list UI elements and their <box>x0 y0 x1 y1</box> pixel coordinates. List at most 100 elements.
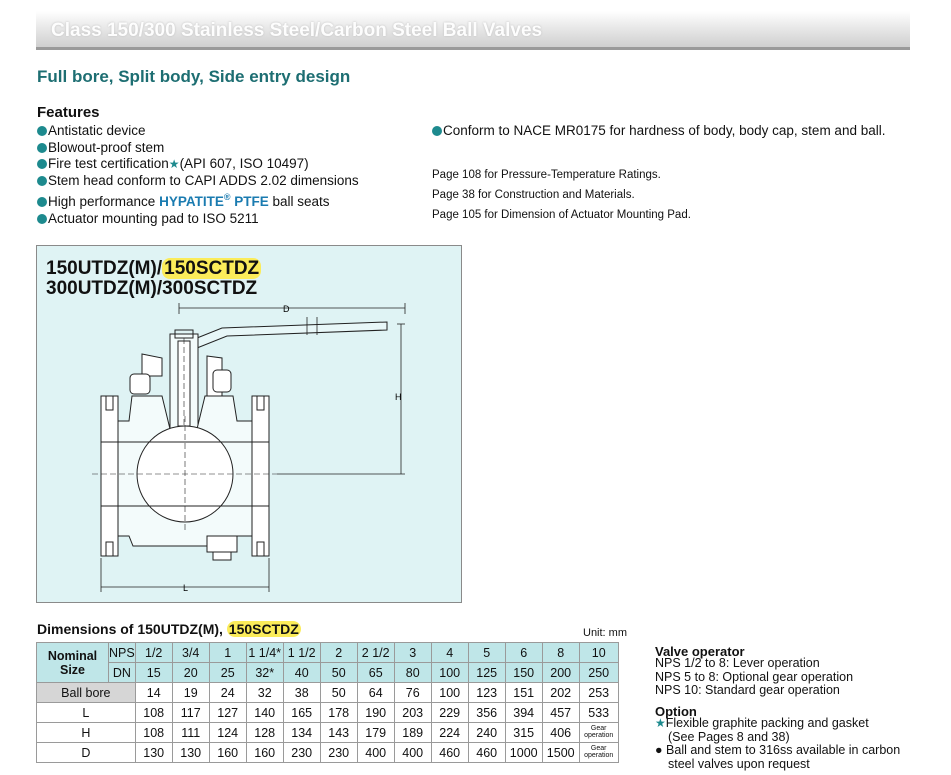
dim-d-label: D <box>283 304 290 314</box>
table-cell: 1500 <box>541 742 580 763</box>
bullet-icon <box>432 126 442 136</box>
feature-nace: Conform to NACE MR0175 for hardness of b… <box>432 123 885 138</box>
unit-label: Unit: mm <box>583 627 627 639</box>
table-cell: 356 <box>467 702 506 723</box>
feature-item: Actuator mounting pad to ISO 5211 <box>37 211 359 228</box>
row-label: Ball bore <box>36 682 136 703</box>
table-cell: 134 <box>282 722 321 743</box>
table-cell: 124 <box>208 722 247 743</box>
table-cell: 230 <box>319 742 358 763</box>
table-cell: 189 <box>393 722 432 743</box>
table-cell: 50 <box>319 682 358 703</box>
table-cell: 100 <box>430 662 469 683</box>
table-cell: 165 <box>282 702 321 723</box>
nps-header: NPS <box>108 642 136 663</box>
bullet-icon <box>37 213 47 224</box>
table-cell: 32* <box>245 662 284 683</box>
table-cell: 38 <box>282 682 321 703</box>
table-cell: 1 <box>208 642 247 663</box>
page-subtitle: Full bore, Split body, Side entry design <box>37 67 351 86</box>
table-cell: 400 <box>356 742 395 763</box>
table-cell: 178 <box>319 702 358 723</box>
table-row: DN 15 20 25 32* 40 50 65 80 100 125 150 … <box>37 662 619 683</box>
table-cell: 3/4 <box>171 642 210 663</box>
table-cell: 3 <box>393 642 432 663</box>
table-cell: 1 1/4* <box>245 642 284 663</box>
table-cell: 25 <box>208 662 247 683</box>
table-row: H 108 111 124 128 134 143 179 189 224 24… <box>36 722 619 743</box>
table-cell: 14 <box>134 682 173 703</box>
table-row: Nominal Size NPS 1/2 3/4 1 1 1/4* 1 1/2 … <box>36 642 619 683</box>
table-cell: 400 <box>393 742 432 763</box>
table-cell: 8 <box>541 642 580 663</box>
table-cell: 229 <box>430 702 469 723</box>
table-cell: 130 <box>134 742 173 763</box>
dimensions-title: Dimensions of 150UTDZ(M), 150SCTDZ <box>37 621 301 637</box>
table-cell: 40 <box>282 662 321 683</box>
table-cell: 140 <box>245 702 284 723</box>
page-ref: Page 105 for Dimension of Actuator Mount… <box>432 209 691 221</box>
table-cell: 111 <box>171 722 210 743</box>
gear-operation-note: Gear operation <box>578 722 619 743</box>
table-cell: 202 <box>541 682 580 703</box>
row-label: H <box>36 722 136 743</box>
table-cell: 65 <box>356 662 395 683</box>
table-cell: 100 <box>430 682 469 703</box>
table-cell: 1000 <box>504 742 543 763</box>
table-row: Ball bore 14 19 24 32 38 50 64 76 100 12… <box>36 682 619 703</box>
table-cell: 315 <box>504 722 543 743</box>
table-cell: 108 <box>134 702 173 723</box>
table-cell: 125 <box>467 662 506 683</box>
table-cell: 230 <box>282 742 321 763</box>
table-cell: 10 <box>578 642 619 663</box>
table-cell: 460 <box>467 742 506 763</box>
table-cell: 460 <box>430 742 469 763</box>
feature-item: Fire test certification★(API 607, ISO 10… <box>37 156 359 173</box>
feature-item: Antistatic device <box>37 123 359 140</box>
model-title-1: 150UTDZ(M)/150SCTDZ <box>46 258 262 279</box>
table-cell: 1/2 <box>134 642 173 663</box>
gear-operation-note: Gear operation <box>578 742 619 763</box>
table-cell: 108 <box>134 722 173 743</box>
bullet-icon <box>37 142 47 153</box>
option-title: Option <box>655 704 697 719</box>
table-cell: 160 <box>208 742 247 763</box>
table-cell: 203 <box>393 702 432 723</box>
table-cell: 50 <box>319 662 358 683</box>
table-cell: 19 <box>171 682 210 703</box>
table-cell: 80 <box>393 662 432 683</box>
table-cell: 143 <box>319 722 358 743</box>
list-item: ● Ball and stem to 316ss available in ca… <box>655 743 901 757</box>
table-cell: 130 <box>171 742 210 763</box>
table-cell: 128 <box>245 722 284 743</box>
bullet-icon <box>37 197 47 208</box>
table-cell: 200 <box>541 662 580 683</box>
list-item: NPS 5 to 8: Optional gear operation <box>655 669 854 684</box>
table-cell: 76 <box>393 682 432 703</box>
row-label: L <box>36 702 136 723</box>
header-banner: Class 150/300 Stainless Steel/Carbon Ste… <box>36 11 910 50</box>
valve-operator-list: NPS 1/2 to 8: Lever operation NPS 5 to 8… <box>655 656 854 698</box>
table-cell: 151 <box>504 682 543 703</box>
bullet-icon <box>37 175 47 186</box>
bullet-icon: ● <box>655 743 667 757</box>
banner-title: Class 150/300 Stainless Steel/Carbon Ste… <box>51 20 543 41</box>
valve-operator-title: Valve operator <box>655 644 745 659</box>
bullet-icon <box>37 126 47 136</box>
list-item: NPS 10: Standard gear operation <box>655 683 840 697</box>
valve-drawing-panel: 150UTDZ(M)/150SCTDZ 300UTDZ(M)/300SCTDZ <box>36 245 462 603</box>
dim-h-label: H <box>395 392 402 402</box>
table-cell: 2 <box>319 642 358 663</box>
table-cell: 160 <box>245 742 284 763</box>
table-cell: 240 <box>467 722 506 743</box>
page-ref: Page 108 for Pressure-Temperature Rating… <box>432 169 661 181</box>
list-item: NPS 1/2 to 8: Lever operation <box>655 656 820 670</box>
table-cell: 32 <box>245 682 284 703</box>
table-cell: 250 <box>578 662 619 683</box>
table-cell: 406 <box>541 722 580 743</box>
table-cell: 533 <box>578 702 619 723</box>
features-list: Antistatic device Blowout-proof stem Fir… <box>37 123 359 228</box>
table-row: L 108 117 127 140 165 178 190 203 229 35… <box>36 702 619 723</box>
table-cell: 24 <box>208 682 247 703</box>
star-icon: ★ <box>655 716 666 730</box>
